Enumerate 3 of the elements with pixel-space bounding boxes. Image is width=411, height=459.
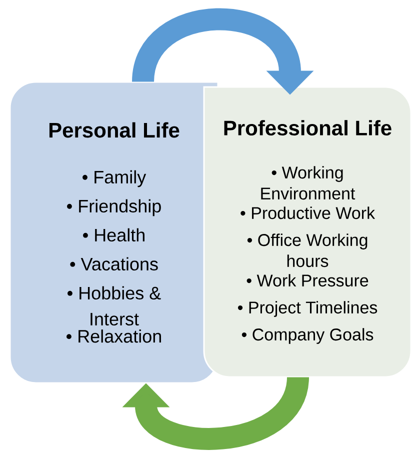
curved-arrow <box>122 375 309 450</box>
text-box: Professional Life • Working Environment • Productive Work • Office Working hours • Work Pressure • Project Timelines • Company Goals <box>203 86 411 378</box>
text-box: Personal Life • Family • Friendship • Health • Vacations • Hobbies & Interst • Relaxation <box>9 81 219 384</box>
